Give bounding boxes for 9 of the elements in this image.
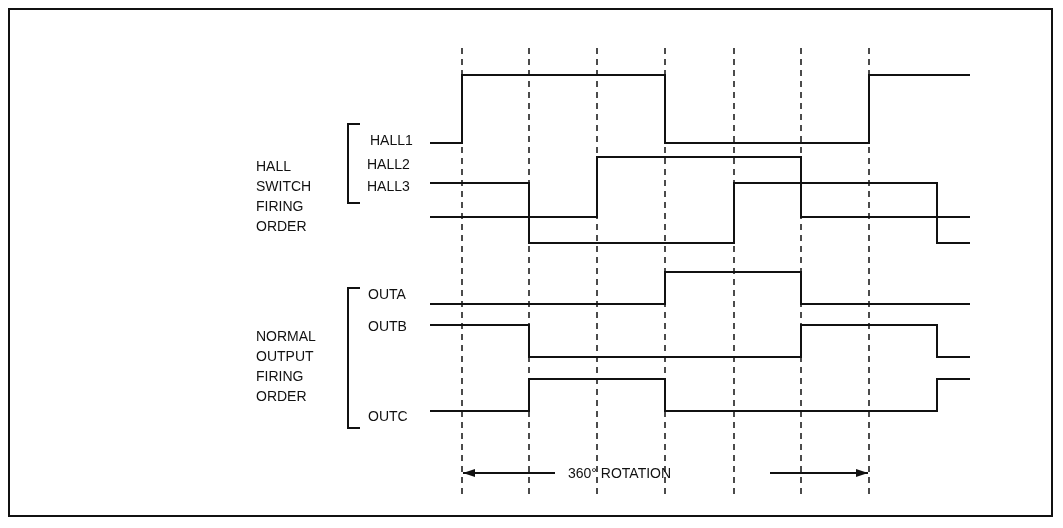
signal-label: HALL2 bbox=[367, 155, 410, 174]
dimension-label: 360° ROTATION bbox=[568, 464, 672, 483]
signal-label: OUTC bbox=[368, 407, 408, 426]
signal-label: OUTA bbox=[368, 285, 406, 304]
signal-label: OUTB bbox=[368, 317, 407, 336]
signal-label: HALL3 bbox=[367, 177, 410, 196]
group-label: NORMAL OUTPUT FIRING ORDER bbox=[256, 327, 317, 406]
group-label: HALL SWITCH FIRING ORDER bbox=[256, 157, 313, 236]
signal-label: HALL1 bbox=[370, 131, 413, 150]
